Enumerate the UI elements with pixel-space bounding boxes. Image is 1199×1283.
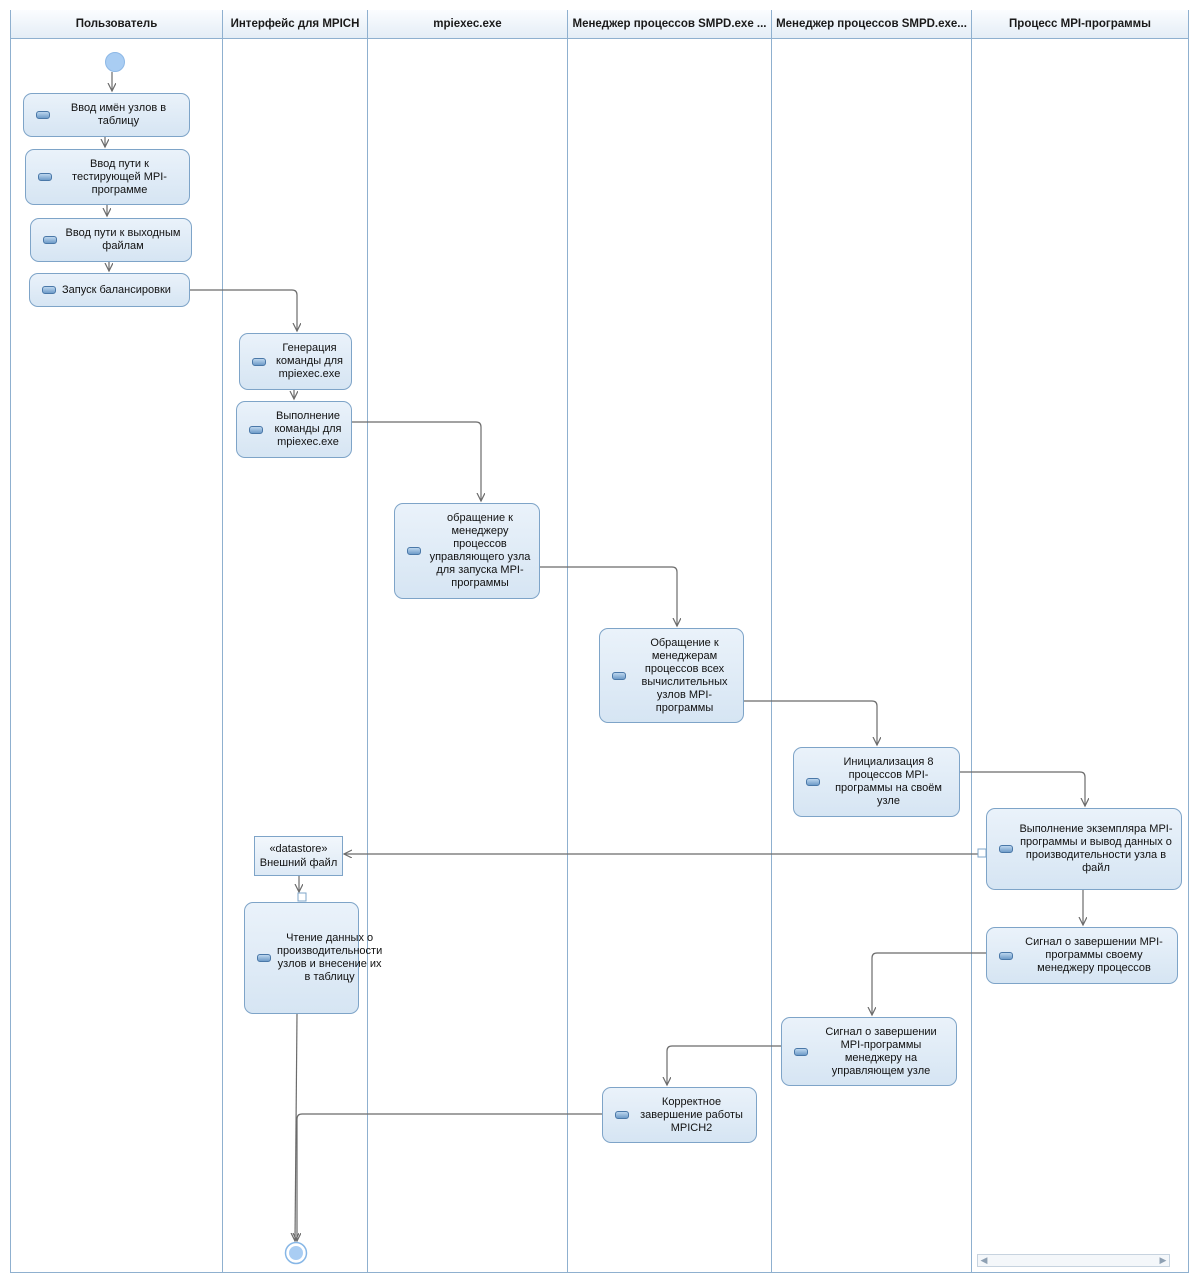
action-enter-node-names[interactable]: Ввод имён узлов в таблицу <box>23 93 190 137</box>
action-label: Выполнение экземпляра MPI-программы и вы… <box>1019 823 1173 874</box>
input-pin <box>297 892 307 902</box>
action-label: Корректное завершение работы MPICH2 <box>640 1095 743 1134</box>
output-pin <box>977 848 987 858</box>
action-icon <box>252 357 266 366</box>
action-icon <box>38 173 52 181</box>
action-icon <box>36 111 50 119</box>
action-generate-command[interactable]: Генерация команды для mpiexec.exe <box>239 333 352 390</box>
action-label: Генерация команды для mpiexec.exe <box>276 342 343 380</box>
action-read-performance-data[interactable]: Чтение данных о производительности узлов… <box>244 902 382 1014</box>
action-icon <box>615 1111 629 1119</box>
action-label: Инициализация 8 процессов MPI-программы … <box>835 756 942 807</box>
flow-e1-f1 <box>960 771 1085 806</box>
flow-e2-d2 <box>667 1045 781 1085</box>
lane-header-user: Пользователь <box>11 10 222 39</box>
action-label: Ввод пути к выходным файлам <box>65 227 181 252</box>
lane-header-mpiexec: mpiexec.exe <box>368 10 567 39</box>
flow-d2-end <box>297 1113 602 1241</box>
action-correct-shutdown[interactable]: Корректное завершение работы MPICH2 <box>602 1087 757 1143</box>
action-signal-own-manager[interactable]: Сигнал о завершении MPI-программы своему… <box>986 927 1178 984</box>
action-icon <box>999 951 1013 960</box>
lane-header-smpd-1: Менеджер процессов SMPD.exe ... <box>568 10 771 39</box>
action-signal-control-manager[interactable]: Сигнал о завершении MPI-программы менедж… <box>781 1017 957 1086</box>
action-icon <box>249 425 263 434</box>
action-label: Запуск балансировки <box>62 283 171 296</box>
action-icon <box>612 671 626 680</box>
action-icon <box>257 954 271 962</box>
action-icon <box>999 845 1013 853</box>
datastore-stereotype: «datastore» <box>269 843 328 855</box>
datastore-label: Внешний файл <box>259 857 338 869</box>
datastore-external-file[interactable]: «datastore» Внешний файл <box>254 836 343 876</box>
action-enter-test-program-path[interactable]: Ввод пути к тестирующей MPI-программе <box>25 149 190 205</box>
scroll-right-icon[interactable]: ▶ <box>1159 1255 1167 1265</box>
action-label: Сигнал о завершении MPI-программы менедж… <box>825 1025 937 1077</box>
lane-header-smpd-2: Менеджер процессов SMPD.exe... <box>772 10 971 39</box>
action-label: Сигнал о завершении MPI-программы своему… <box>1025 936 1163 974</box>
action-call-all-node-managers[interactable]: Обращение к менеджерам процессов всех вы… <box>599 628 744 723</box>
action-label: обращение к менеджеру процессов управляю… <box>429 512 531 589</box>
flow-d1-e1 <box>744 700 877 745</box>
action-icon <box>407 547 421 555</box>
action-label: Обращение к менеджерам процессов всех вы… <box>641 636 728 714</box>
flow-f2-e2 <box>872 952 986 1015</box>
action-icon <box>43 236 57 244</box>
action-label: Чтение данных о производительности узлов… <box>277 932 383 983</box>
action-label: Ввод пути к тестирующей MPI-программе <box>72 157 167 196</box>
horizontal-scrollbar[interactable]: ◀ ▶ <box>977 1254 1170 1267</box>
flow-a4-b1 <box>190 289 297 331</box>
action-run-mpi-instance[interactable]: Выполнение экземпляра MPI-программы и вы… <box>986 808 1182 890</box>
action-start-balancing[interactable]: Запуск балансировки <box>29 273 190 307</box>
action-label: Ввод имён узлов в таблицу <box>70 102 167 127</box>
action-init-8-processes[interactable]: Инициализация 8 процессов MPI-программы … <box>793 747 960 817</box>
flow-b3-end <box>295 1013 297 1241</box>
action-enter-output-path[interactable]: Ввод пути к выходным файлам <box>30 218 192 262</box>
flow-c1-d1 <box>540 566 677 626</box>
action-icon <box>794 1047 808 1056</box>
initial-node <box>105 52 125 72</box>
flow-b2-c1 <box>352 421 481 501</box>
lane-header-mpich-interface: Интерфейс для MPICH <box>223 10 367 39</box>
action-execute-command[interactable]: Выполнение команды для mpiexec.exe <box>236 401 352 458</box>
action-icon <box>806 778 820 786</box>
action-icon <box>42 286 56 294</box>
action-label: Выполнение команды для mpiexec.exe <box>274 410 342 448</box>
final-node-core <box>289 1246 303 1260</box>
lane-header-mpi-process: Процесс MPI-программы <box>972 10 1188 39</box>
action-call-control-node-manager[interactable]: обращение к менеджеру процессов управляю… <box>394 503 540 599</box>
scroll-left-icon[interactable]: ◀ <box>980 1255 988 1265</box>
